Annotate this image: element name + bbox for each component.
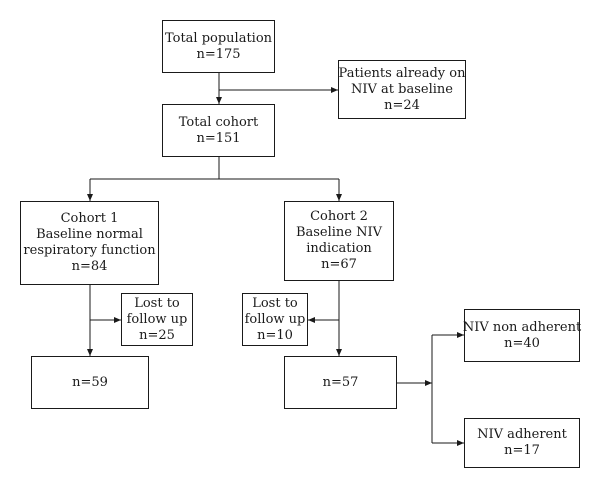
node-text-line: n=10: [257, 327, 293, 343]
node-text-line: respiratory function: [23, 243, 156, 258]
node-text-line: n=24: [384, 97, 420, 113]
node-text-line: NIV non adherent: [462, 319, 582, 335]
node-final-cohort-2: n=57: [284, 356, 397, 409]
node-final-cohort-1: n=59: [31, 356, 149, 409]
node-text-line: follow up: [126, 311, 188, 327]
node-text-line: n=17: [504, 443, 540, 458]
node-text-line: NIV at baseline: [351, 81, 453, 97]
node-text-line: Cohort 2: [310, 209, 368, 224]
node-text-line: follow up: [244, 311, 306, 327]
node-text-line: Cohort 1: [60, 211, 119, 226]
node-text-line: n=67: [321, 257, 357, 272]
node-text-line: Lost to: [134, 295, 180, 311]
node-text-line: n=25: [139, 327, 175, 343]
node-text-line: n=175: [196, 46, 241, 62]
node-text-line: NIV adherent: [477, 427, 567, 442]
node-text-line: n=40: [504, 335, 540, 351]
node-text-line: n=57: [322, 374, 359, 390]
node-text-line: n=151: [196, 130, 241, 146]
node-text-line: Total cohort: [178, 114, 259, 130]
node-text-line: indication: [306, 241, 372, 256]
node-text-line: Baseline NIV: [295, 225, 383, 240]
node-text-line: Baseline normal: [36, 227, 143, 242]
node-text-line: Lost to: [252, 295, 298, 311]
node-text-line: n=59: [72, 374, 108, 390]
node-text-line: Total population: [164, 30, 273, 46]
node-text-line: n=84: [71, 259, 108, 274]
node-text-line: Patients already on: [338, 65, 466, 81]
